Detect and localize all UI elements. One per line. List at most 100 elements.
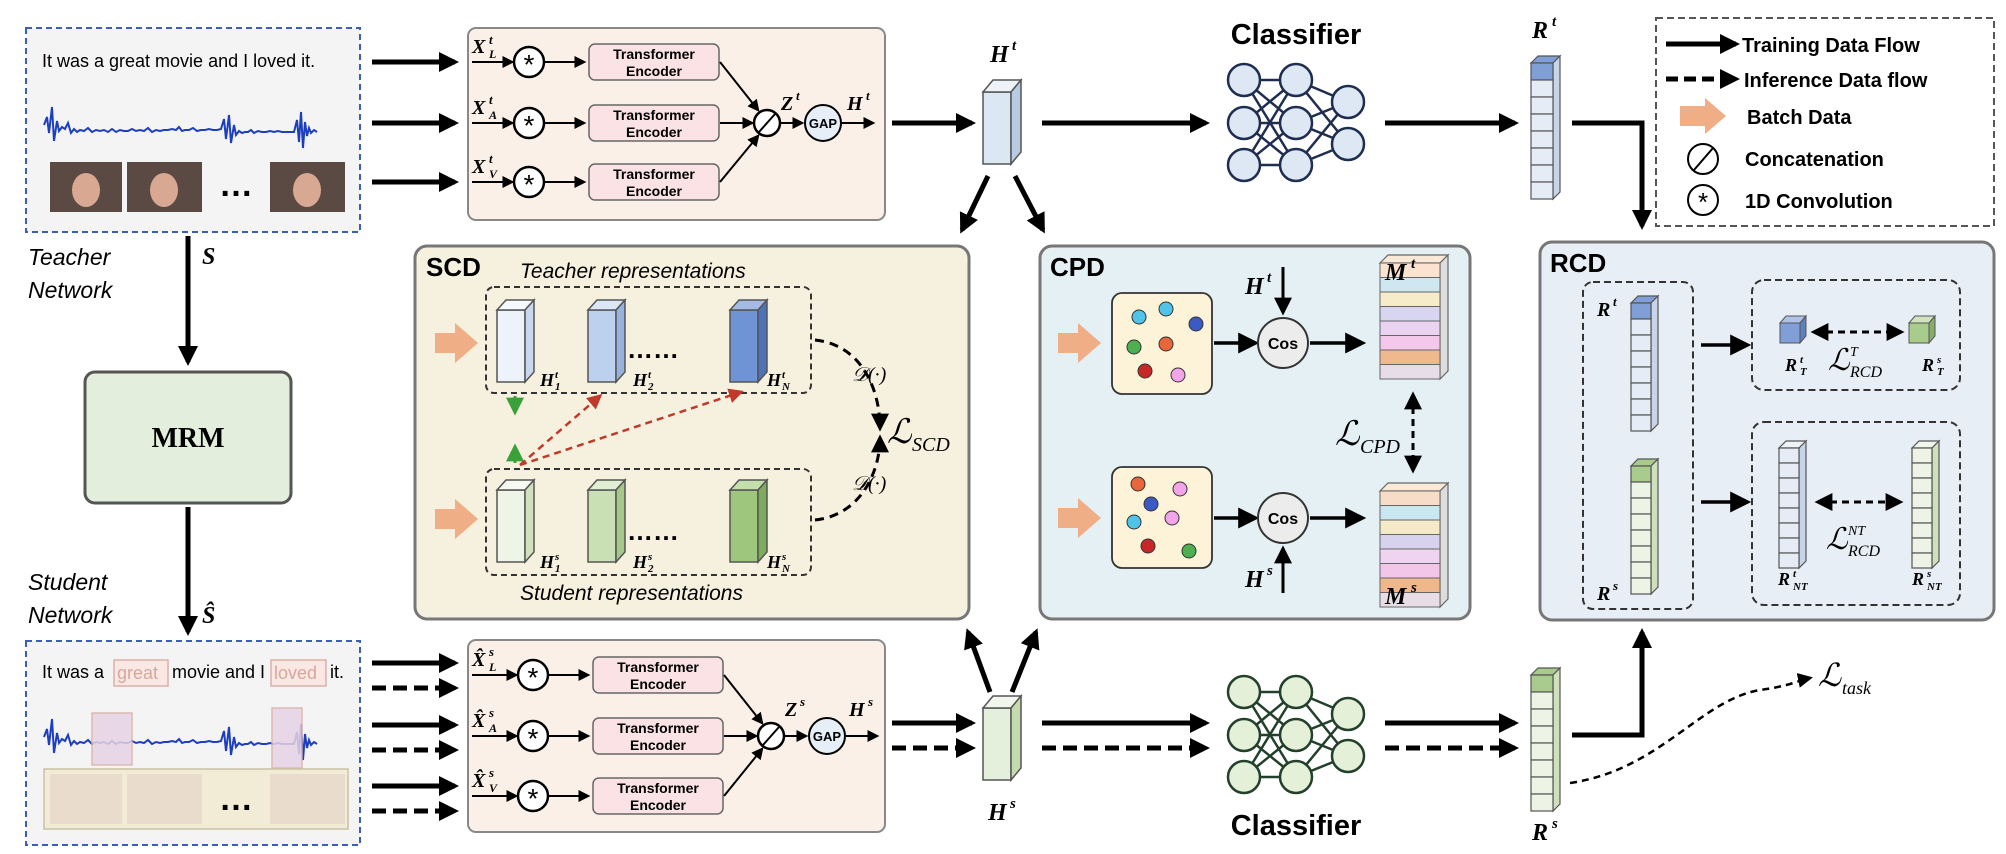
transformer-encoder-a-t	[588, 104, 720, 142]
loss-scd-sub: SCD	[912, 434, 950, 456]
svg-text:H: H	[632, 370, 648, 390]
x-a-t: X	[471, 97, 486, 119]
svg-text:T: T	[1800, 366, 1808, 378]
teacher-classifier-network	[1226, 62, 1366, 183]
svg-text:s: s	[488, 765, 494, 780]
svg-text:NT: NT	[1926, 581, 1943, 593]
gap-s	[808, 717, 846, 755]
masked-word-great: great	[117, 663, 158, 683]
transformer-encoder-l-t	[588, 43, 720, 81]
h-s-label: H	[987, 800, 1008, 826]
teacher-encoder-panel: X t L * Transformer Encoder X t A * Tran…	[372, 27, 886, 221]
loss-scd-symbol: ℒ	[887, 414, 913, 451]
x-v-s: X̂	[471, 768, 486, 792]
svg-text:s: s	[1551, 816, 1558, 832]
svg-text:t: t	[648, 369, 652, 381]
x-l-t: X	[471, 36, 486, 58]
svg-text:R: R	[1911, 569, 1924, 589]
transformer-encoder-l-s	[592, 656, 724, 694]
svg-text:s: s	[647, 551, 652, 563]
svg-text:t: t	[866, 88, 870, 103]
svg-text:Cos: Cos	[1268, 336, 1298, 353]
h-2-s-cube	[586, 478, 627, 564]
asterisk-glyph: *	[1698, 187, 1708, 217]
svg-text:Transformer: Transformer	[617, 659, 699, 675]
svg-text:Transformer: Transformer	[617, 720, 699, 736]
x-l-s: X̂	[471, 647, 486, 671]
svg-text:V: V	[489, 781, 498, 795]
svg-text:M: M	[1384, 584, 1408, 610]
student-video-frames-masked	[43, 768, 349, 830]
svg-text:*: *	[524, 49, 535, 80]
svg-text:s: s	[867, 694, 873, 709]
conv-icon-a-t	[512, 106, 546, 140]
student-network-label-1: Student	[28, 569, 109, 595]
classifier-label-top: Classifier	[1231, 19, 1362, 51]
h-n-t-cube	[728, 298, 769, 384]
teacher-network-label-2: Network	[28, 277, 114, 303]
m-t-matrix	[1378, 253, 1450, 381]
s-label: S	[202, 244, 215, 270]
svg-text:H: H	[1244, 567, 1265, 593]
svg-text:T: T	[1850, 345, 1859, 360]
h-2-t-cube	[586, 298, 627, 384]
teacher-frames-ellipsis: …	[219, 166, 253, 204]
svg-text:L: L	[488, 47, 496, 61]
classifier-label-bottom: Classifier	[1231, 810, 1362, 842]
scd-batch-arrow-s	[435, 499, 478, 539]
student-prototype-set	[1111, 466, 1213, 569]
r-t-nt-vector	[1777, 439, 1808, 570]
svg-text:Encoder: Encoder	[630, 737, 687, 753]
svg-text:t: t	[1793, 568, 1797, 580]
svg-text:N: N	[781, 563, 791, 575]
svg-text:t: t	[489, 92, 493, 107]
teacher-audio-waveform	[43, 106, 318, 149]
svg-text:GAP: GAP	[813, 729, 842, 744]
h-n-s-cube	[728, 478, 769, 564]
r-s-nt-vector	[1910, 439, 1941, 570]
x-v-t: X	[471, 156, 486, 178]
svg-text:ℒ: ℒ	[1828, 344, 1851, 377]
svg-text:A: A	[488, 721, 497, 735]
svg-text:Transformer: Transformer	[613, 107, 695, 123]
scd-batch-arrow-t	[435, 323, 478, 363]
svg-text:Encoder: Encoder	[626, 124, 683, 140]
teacher-representations-label: Teacher representations	[520, 260, 746, 283]
transformer-encoder-a-s	[592, 717, 724, 755]
teacher-input-panel: It was a great movie and I loved it. …	[25, 27, 361, 233]
svg-text:s: s	[1936, 354, 1941, 366]
student-sentence-c: it.	[330, 662, 344, 682]
masked-word-loved: loved	[274, 663, 317, 683]
scd-title: SCD	[426, 252, 481, 282]
legend-conv: 1D Convolution	[1745, 191, 1893, 213]
transformer-encoder-v-t	[588, 163, 720, 201]
batch-data-icon	[1680, 98, 1726, 134]
svg-text:t: t	[1267, 270, 1272, 286]
cos-bottom	[1257, 492, 1309, 544]
svg-text:H: H	[632, 552, 648, 572]
r-s-label: R	[1531, 820, 1548, 846]
gap-t	[804, 104, 842, 142]
svg-text:NT: NT	[1847, 524, 1866, 539]
s-hat-label: Ŝ	[202, 602, 215, 629]
cos-top	[1257, 317, 1309, 369]
student-input-panel: It was a great movie and I loved it. …	[25, 640, 361, 846]
h-t-label: H	[989, 42, 1010, 68]
legend-box: Training Data Flow Inference Data flow B…	[1655, 17, 1995, 227]
svg-text:Encoder: Encoder	[630, 676, 687, 692]
svg-text:s: s	[781, 551, 786, 563]
student-audio-waveform	[43, 707, 318, 769]
student-network-label-2: Network	[28, 602, 114, 628]
h-s-feature-cuboid	[981, 693, 1023, 783]
svg-text:t: t	[782, 369, 786, 381]
svg-text:ℒ: ℒ	[1826, 523, 1849, 556]
svg-text:1: 1	[555, 563, 561, 575]
legend-batch: Batch Data	[1747, 107, 1852, 129]
svg-text:L: L	[488, 660, 496, 674]
m-s-matrix	[1378, 481, 1450, 609]
svg-text:s: s	[1926, 568, 1931, 580]
r-s-t-cube	[1907, 314, 1937, 345]
svg-text:t: t	[1552, 14, 1557, 30]
svg-text:Encoder: Encoder	[626, 63, 683, 79]
